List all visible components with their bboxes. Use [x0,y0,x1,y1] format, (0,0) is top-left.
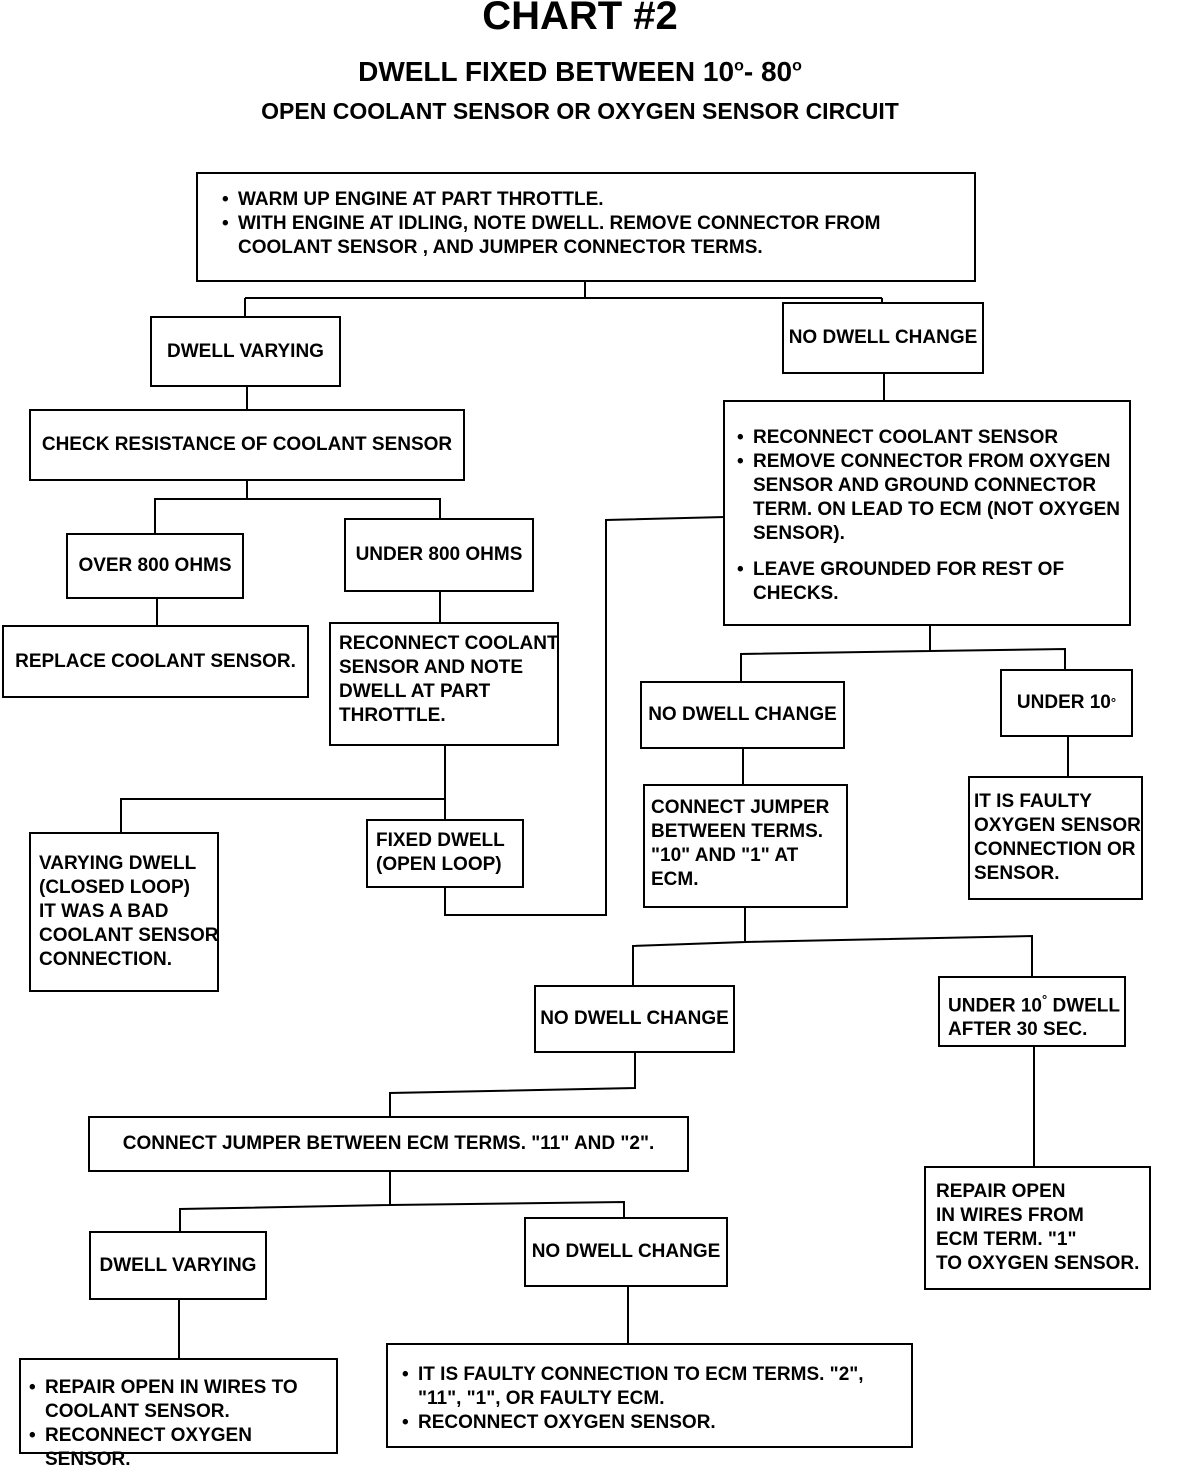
faulty-connection-ecm-bullet-2: RECONNECT OXYGEN SENSOR. [402,1411,897,1435]
start-bullet-1: WARM UP ENGINE AT PART THROTTLE. [222,188,950,212]
dwell-varying-box-1: DWELL VARYING [150,316,341,387]
faulty-oxygen-line-4: SENSOR. [974,863,1060,884]
connector-reconnect-split-2 [740,625,931,682]
connector-reconnect-split [120,745,446,832]
fixed-dwell-line-1: FIXED DWELL [376,830,505,851]
varying-dwell-line-4: COOLANT SENSOR [39,925,219,946]
start-bullets: WARM UP ENGINE AT PART THROTTLE. WITH EN… [222,188,950,260]
connector-to-under-10-after [744,934,1033,977]
connector-check-under [247,498,441,519]
reconnect-ground-bullets: RECONNECT COOLANT SENSOR REMOVE CONNECTO… [737,426,1121,606]
reconnect-note-line-4: THROTTLE. [339,705,446,726]
connector-check-split [154,480,248,534]
under-10-degree: ° [1110,695,1117,710]
varying-dwell-line-5: CONNECTION. [39,949,172,970]
repair-open-coolant-bullet-2: RECONNECT OXYGEN SENSOR. [29,1424,328,1472]
connector-to-ndc4 [389,1200,625,1218]
start-box: WARM UP ENGINE AT PART THROTTLE. WITH EN… [196,172,976,282]
under-800-ohms-box: UNDER 800 OHMS [344,518,534,592]
connect-jumper-line-3: "10" AND "1" AT [651,845,799,866]
reconnect-note-line-3: DWELL AT PART [339,681,491,702]
over-800-ohms-box: OVER 800 OHMS [66,533,244,599]
under-10-after-30-box: UNDER 10° DWELL AFTER 30 SEC. [938,976,1126,1047]
connect-jumper-10-1-box: CONNECT JUMPER BETWEEN TERMS. "10" AND "… [643,784,848,908]
varying-dwell-line-1: VARYING DWELL [39,853,197,874]
check-resistance-box: CHECK RESISTANCE OF COOLANT SENSOR [29,409,465,481]
connect-jumper-line-4: ECM. [651,869,699,890]
repair-open-ecm-line-3: ECM TERM. "1" [936,1229,1077,1250]
connect-jumper-line-1: CONNECT JUMPER [651,797,830,818]
reconnect-note-line-1: RECONNECT COOLANT [339,633,559,654]
no-dwell-change-box-1: NO DWELL CHANGE [782,302,984,374]
connector-jumper-split [632,907,746,986]
connector-fixed-to-right [444,516,726,916]
replace-coolant-box: REPLACE COOLANT SENSOR. [2,625,309,698]
reconnect-ground-bullet-3: LEAVE GROUNDED FOR REST OF CHECKS. [737,558,1121,606]
under-10-label: UNDER 10 [1016,692,1111,713]
reconnect-note-box: RECONNECT COOLANT SENSOR AND NOTE DWELL … [329,622,559,746]
connector-to-under-10 [929,647,1066,670]
no-dwell-change-box-2: NO DWELL CHANGE [640,681,845,749]
repair-open-coolant-bullets: REPAIR OPEN IN WIRES TO COOLANT SENSOR. … [29,1376,328,1472]
start-bullet-2: WITH ENGINE AT IDLING, NOTE DWELL. REMOV… [222,212,950,260]
under-10-box: UNDER 10° [1000,669,1133,737]
chart-subtitle-2: OPEN COOLANT SENSOR OR OXYGEN SENSOR CIR… [261,98,899,124]
chart-title: CHART #2 [482,0,678,38]
fixed-dwell-open-box: FIXED DWELL (OPEN LOOP) [366,819,524,888]
faulty-connection-ecm-bullet-1: IT IS FAULTY CONNECTION TO ECM TERMS. "2… [402,1363,897,1411]
fixed-dwell-line-2: (OPEN LOOP) [376,854,502,875]
varying-dwell-line-2: (CLOSED LOOP) [39,877,190,898]
chart-subtitle: DWELL FIXED BETWEEN 10o- 80o [358,56,802,87]
repair-open-ecm-line-4: TO OXYGEN SENSOR. [936,1253,1140,1274]
repair-open-ecm1-box: REPAIR OPEN IN WIRES FROM ECM TERM. "1" … [924,1166,1151,1290]
repair-open-ecm-line-1: REPAIR OPEN [936,1181,1066,1202]
reconnect-ground-box: RECONNECT COOLANT SENSOR REMOVE CONNECTO… [723,400,1131,626]
connect-jumper-line-2: BETWEEN TERMS. [651,821,824,842]
connector-ndc3-jumper2 [389,1052,636,1117]
varying-dwell-line-3: IT WAS A BAD [39,901,169,922]
under-10-after-line-1: UNDER 10° DWELL [948,992,1121,1017]
dwell-varying-box-2: DWELL VARYING [89,1231,267,1300]
no-dwell-change-box-3: NO DWELL CHANGE [534,985,735,1053]
faulty-oxygen-line-2: OXYGEN SENSOR [974,815,1141,836]
repair-open-coolant-box: REPAIR OPEN IN WIRES TO COOLANT SENSOR. … [19,1358,338,1470]
reconnect-ground-bullet-2: REMOVE CONNECTOR FROM OXYGEN SENSOR AND … [737,450,1121,546]
connector-jumper2-split [179,1171,391,1232]
reconnect-note-line-2: SENSOR AND NOTE [339,657,524,678]
faulty-oxygen-box: IT IS FAULTY OXYGEN SENSOR CONNECTION OR… [968,776,1143,900]
varying-dwell-closed-box: VARYING DWELL (CLOSED LOOP) IT WAS A BAD… [29,832,219,992]
faulty-oxygen-line-1: IT IS FAULTY [974,791,1092,812]
under-10-after-line-2: AFTER 30 SEC. [948,1019,1088,1041]
faulty-connection-ecm-bullets: IT IS FAULTY CONNECTION TO ECM TERMS. "2… [402,1363,897,1435]
faulty-oxygen-line-3: CONNECTION OR [974,839,1136,860]
faulty-connection-ecm-box: IT IS FAULTY CONNECTION TO ECM TERMS. "2… [386,1343,913,1448]
connect-jumper-11-2-box: CONNECT JUMPER BETWEEN ECM TERMS. "11" A… [88,1116,689,1172]
no-dwell-change-box-4: NO DWELL CHANGE [524,1217,728,1287]
repair-open-ecm-line-2: IN WIRES FROM [936,1205,1084,1226]
repair-open-coolant-bullet-1: REPAIR OPEN IN WIRES TO COOLANT SENSOR. [29,1376,328,1424]
reconnect-ground-bullet-1: RECONNECT COOLANT SENSOR [737,426,1121,450]
